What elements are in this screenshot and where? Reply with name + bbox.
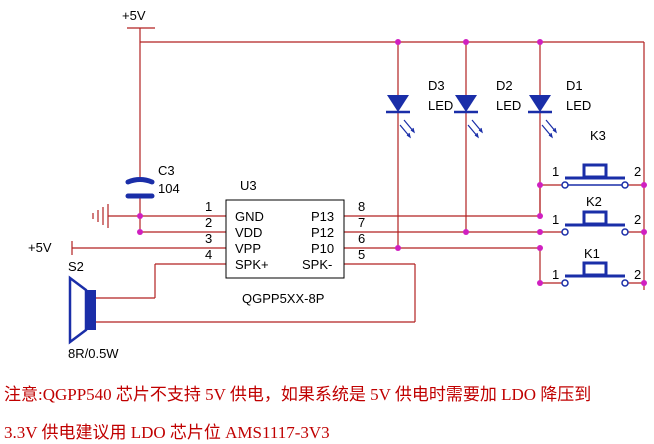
ic-part-number: QGPP5XX-8P <box>242 291 324 306</box>
note-line-2: 3.3V 供电建议用 LDO 芯片位 AMS1117-3V3 <box>4 423 330 442</box>
switch-terminal <box>621 228 629 236</box>
ic-pin-name: GND <box>235 209 264 224</box>
capacitor-c3: C3 104 <box>125 163 180 199</box>
ic-pin-name: SPK- <box>302 257 332 272</box>
switch-pin: 1 <box>552 212 559 227</box>
junction-dot <box>537 229 543 235</box>
junction-dot <box>537 182 543 188</box>
speaker-s2: S2 8R/0.5W <box>68 259 119 361</box>
switch-terminal <box>621 279 629 287</box>
ic-pin-number: 2 <box>205 215 212 230</box>
switch-pin: 1 <box>552 164 559 179</box>
switch-pin: 2 <box>634 164 641 179</box>
ic-ref: U3 <box>240 178 257 193</box>
ic-pin-name: VPP <box>235 241 261 256</box>
switch-pin: 2 <box>634 212 641 227</box>
ic-pin-name: VDD <box>235 225 262 240</box>
led-ref: D3 <box>428 78 445 93</box>
switch-pin: 1 <box>552 267 559 282</box>
power-label-top: +5V <box>122 8 146 23</box>
led-ref: D1 <box>566 78 583 93</box>
note-line-1: 注意:QGPP540 芯片不支持 5V 供电，如果系统是 5V 供电时需要加 L… <box>4 385 592 404</box>
led-type: LED <box>566 98 591 113</box>
ic-pin-name: P10 <box>311 241 334 256</box>
junctions <box>137 39 647 286</box>
ic-pin-number: 6 <box>358 231 365 246</box>
junction-dot <box>641 182 647 188</box>
ic-pin-number: 3 <box>205 231 212 246</box>
led-icon <box>387 95 409 112</box>
ic-pin-name: P12 <box>311 225 334 240</box>
junction-dot <box>395 39 401 45</box>
ic-pin-number: 4 <box>205 247 212 262</box>
switch-ref: K1 <box>584 246 600 261</box>
switch-terminal <box>561 181 569 189</box>
junction-dot <box>137 213 143 219</box>
junction-dot <box>395 245 401 251</box>
junction-dot <box>537 213 543 219</box>
led-type: LED <box>428 98 453 113</box>
junction-dot <box>463 39 469 45</box>
ic-pin-name: P13 <box>311 209 334 224</box>
junction-dot <box>137 229 143 235</box>
led-d2: D2 LED <box>454 78 521 139</box>
switch-terminal <box>561 279 569 287</box>
switch-ref: K2 <box>586 194 602 209</box>
power-label-vpp: +5V <box>28 240 52 255</box>
junction-dot <box>641 229 647 235</box>
led-d1: D1 LED <box>528 78 591 139</box>
ground-icon <box>92 204 109 228</box>
ic-pin-number: 8 <box>358 199 365 214</box>
junction-dot <box>537 39 543 45</box>
capacitor-value: 104 <box>158 181 180 196</box>
switch-k1: K1 1 2 <box>552 246 641 287</box>
switch-k2: K2 1 2 <box>552 194 641 236</box>
switch-ref: K3 <box>590 128 606 143</box>
led-d3: D3 LED <box>386 78 453 139</box>
switch-pin: 2 <box>634 267 641 282</box>
junction-dot <box>537 280 543 286</box>
junction-dot <box>537 245 543 251</box>
ic-pin-number: 7 <box>358 215 365 230</box>
ic-pin-number: 5 <box>358 247 365 262</box>
speaker-icon <box>68 275 88 345</box>
ic-pin-name: SPK+ <box>235 257 269 272</box>
switch-terminal <box>621 181 629 189</box>
switch-terminal <box>561 228 569 236</box>
switch-k3: K3 1 2 <box>552 128 641 189</box>
wires <box>72 27 645 323</box>
junction-dot <box>463 229 469 235</box>
speaker-value: 8R/0.5W <box>68 346 119 361</box>
ic-u3: U3 QGPP5XX-8P GND VDD VPP SPK+ 1 2 3 4 P… <box>205 178 365 306</box>
led-ref: D2 <box>496 78 513 93</box>
ic-pin-number: 1 <box>205 199 212 214</box>
junction-dot <box>641 280 647 286</box>
ic-body <box>225 199 345 279</box>
led-type: LED <box>496 98 521 113</box>
led-icon <box>529 95 551 112</box>
speaker-ref: S2 <box>68 259 84 274</box>
capacitor-ref: C3 <box>158 163 175 178</box>
led-icon <box>455 95 477 112</box>
